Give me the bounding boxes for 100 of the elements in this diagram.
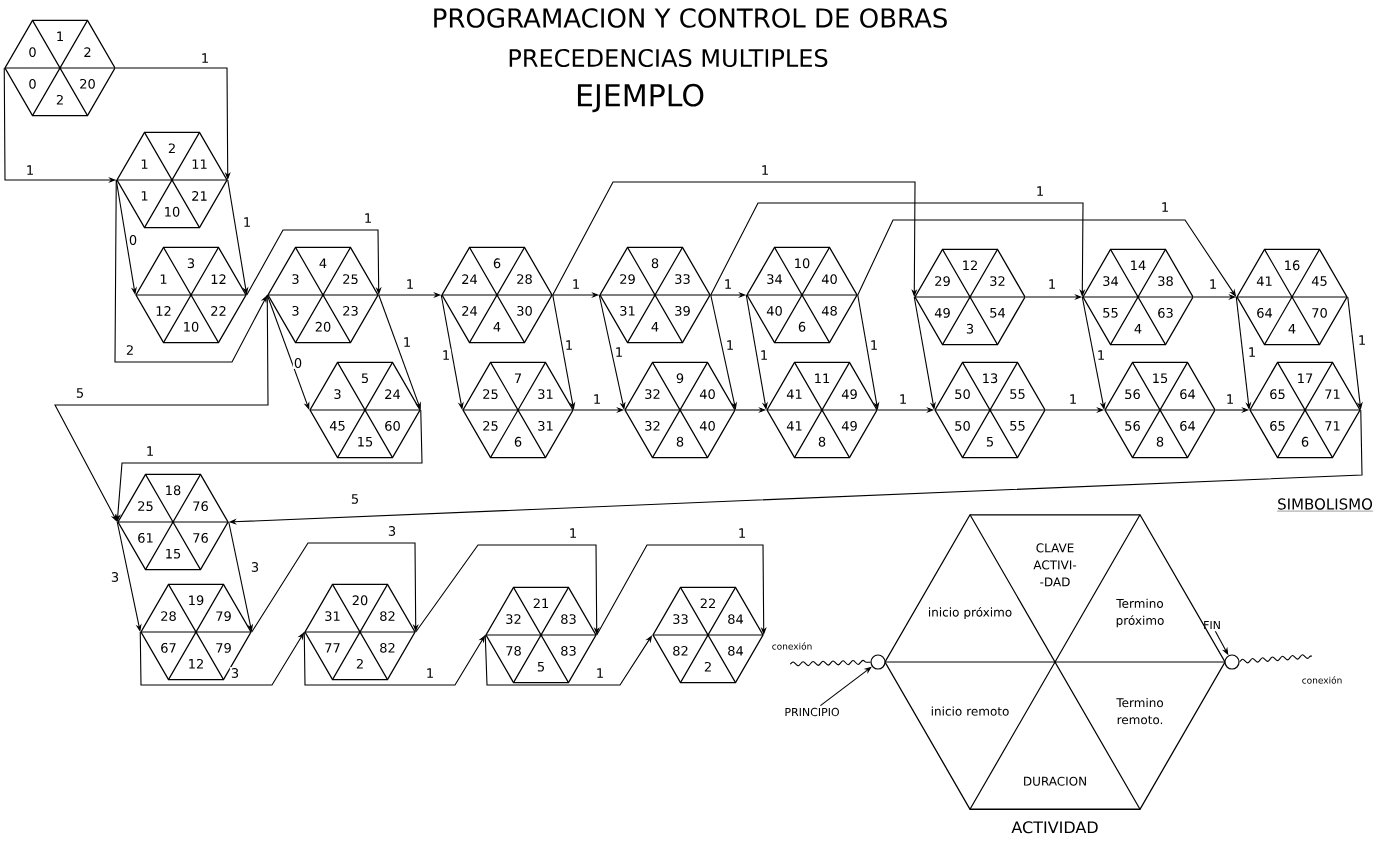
cell-value: 15 — [1153, 373, 1168, 384]
edge-label: 5 — [349, 493, 361, 505]
arrow — [251, 542, 419, 633]
cell-value: 7 — [514, 373, 522, 383]
cell-value: 2 — [356, 658, 363, 669]
arrow — [596, 544, 767, 636]
activity-hexagon — [135, 246, 247, 344]
arrow — [266, 294, 310, 410]
subtitle: EJEMPLO — [577, 83, 704, 113]
cell-value: Termino próximo — [1116, 598, 1164, 628]
cell-value: 34 — [767, 274, 783, 285]
cell-value: 12 — [963, 260, 977, 271]
cell-value: 45 — [329, 421, 345, 431]
activity-hexagon — [766, 361, 878, 459]
cell-value: 34 — [1103, 276, 1119, 287]
edge-label: 1 — [1207, 278, 1219, 290]
cell-value: 64 — [1180, 389, 1196, 400]
cell-value: inicio remoto — [931, 706, 1009, 716]
cell-value: 76 — [193, 501, 208, 512]
edge-label: 3 — [386, 525, 398, 537]
cell-value: 79 — [216, 642, 231, 653]
cell-value: 28 — [161, 611, 176, 622]
cell-value: 8 — [818, 436, 826, 447]
cell-value: 54 — [990, 308, 1006, 318]
arrow — [552, 294, 576, 410]
cell-value: 10 — [165, 206, 180, 217]
cell-value: 5 — [537, 661, 544, 672]
cell-value: 8 — [651, 258, 659, 269]
cell-value: 83 — [561, 645, 576, 656]
cell-value: 10 — [184, 321, 199, 332]
edge-label: 3 — [229, 667, 241, 679]
cell-value: 12 — [189, 658, 203, 669]
edge-label: 1 — [1224, 393, 1236, 405]
edge-label: 1 — [736, 527, 748, 539]
cell-value: 48 — [821, 305, 837, 316]
edge-label: 3 — [249, 561, 261, 573]
edge-label: 1 — [24, 164, 36, 176]
cell-value: 64 — [1180, 420, 1196, 431]
edge-label: 1 — [1159, 201, 1171, 213]
cell-value: 24 — [385, 389, 401, 399]
cell-value: 82 — [380, 642, 395, 653]
subtitle: PRECEDENCIAS MULTIPLES — [509, 48, 828, 68]
cell-value: 4 — [319, 258, 327, 268]
cell-value: 6 — [514, 436, 522, 447]
cell-value: 6 — [1301, 436, 1309, 447]
cell-value: 71 — [1325, 389, 1340, 399]
cell-value: 2 — [84, 47, 91, 57]
edge-label: 1 — [563, 339, 575, 351]
cell-value: 67 — [161, 642, 176, 653]
cell-value: 77 — [325, 643, 340, 653]
edge-label: 1 — [144, 445, 156, 457]
cell-value: 33 — [675, 274, 690, 285]
edge-label: 2 — [124, 344, 136, 356]
cell-value: 1 — [141, 191, 148, 201]
cell-value: 8 — [676, 436, 684, 447]
activity-hexagon — [441, 246, 553, 344]
cell-value: 49 — [841, 389, 857, 400]
cell-value: 12 — [156, 306, 171, 316]
cell-value: 14 — [1131, 260, 1146, 270]
activity-hexagon — [1082, 248, 1194, 346]
activity-hexagon — [1249, 361, 1361, 459]
edge-label: 1 — [1067, 393, 1079, 405]
cell-value: 25 — [138, 501, 153, 512]
activity-hexagon — [599, 246, 711, 344]
cell-value: 25 — [483, 420, 498, 431]
activity-hexagon — [304, 583, 416, 681]
cell-value: 22 — [211, 306, 226, 316]
cell-value: 4 — [1288, 324, 1296, 334]
activity-hexagon — [462, 361, 574, 459]
cell-value: 17 — [1298, 373, 1313, 383]
edge-label: 1 — [724, 339, 736, 351]
cell-value: 0 — [29, 78, 36, 89]
cell-value: 8 — [1156, 436, 1164, 447]
cell-value: 40 — [699, 389, 715, 400]
cell-value: 5 — [986, 436, 993, 447]
cell-value: 55 — [1010, 389, 1025, 399]
cell-value: 21 — [192, 191, 207, 201]
edge-label: conexión — [1300, 675, 1344, 685]
cell-value: 1 — [160, 274, 167, 284]
cell-value: 29 — [935, 276, 950, 287]
edge-label: 1 — [613, 346, 625, 358]
cell-value: 65 — [1270, 420, 1285, 431]
cell-value: DURACION — [1024, 776, 1086, 786]
arrow — [114, 179, 268, 363]
cell-value: 29 — [620, 274, 635, 285]
cell-value: 24 — [462, 274, 478, 284]
edge-label: 1 — [591, 393, 603, 405]
cell-value: 56 — [1125, 389, 1140, 400]
cell-value: 2 — [168, 143, 175, 154]
cell-value: Termino remoto. — [1116, 697, 1164, 725]
cell-value: 79 — [216, 611, 231, 622]
cell-value: 84 — [728, 645, 744, 656]
cell-value: 25 — [343, 274, 358, 285]
cell-value: 49 — [934, 307, 950, 318]
cell-value: 3 — [187, 258, 195, 269]
cell-value: 6 — [493, 258, 501, 269]
cell-value: 40 — [699, 420, 715, 431]
cell-value: 56 — [1125, 420, 1140, 431]
cell-value: 15 — [358, 436, 373, 447]
cell-value: inicio próximo — [929, 606, 1012, 619]
